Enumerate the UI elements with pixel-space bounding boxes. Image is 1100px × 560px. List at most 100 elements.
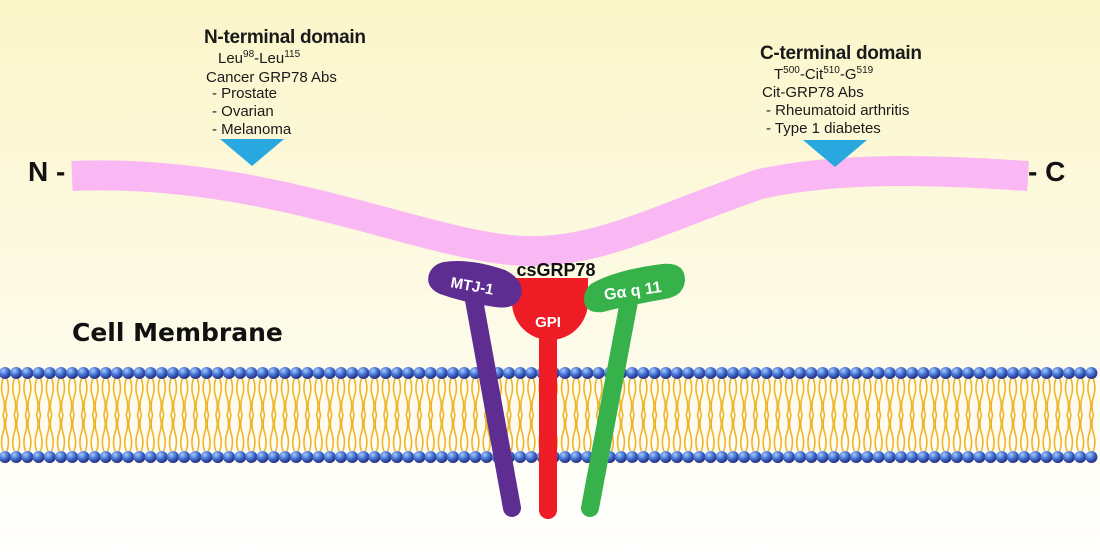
lipid-tail [179,378,185,416]
lipid-tail [643,414,648,452]
lipid-tail [202,414,207,452]
lipid-tail [415,378,420,416]
lipid-head [368,367,381,379]
lipid-head [413,451,426,463]
lipid-head [402,367,415,379]
lipid-tail [235,414,241,452]
lipid-tail [258,414,263,452]
lipid-tail [415,414,420,452]
lipid-tail [374,414,379,452]
lipid-tail [482,414,487,452]
lipid-tail [833,378,839,416]
lipid-tail [475,378,480,416]
lipid-tail [706,378,711,416]
lipid-tail [583,414,588,452]
lipid-tail [150,414,155,452]
lipid-tail [1064,378,1070,416]
n-domain-title: N-terminal domain [204,27,366,48]
lipid-tail [527,378,532,416]
lipid-tail [0,414,6,452]
lipid-head [514,367,527,379]
lipid-tail [788,378,794,416]
lipid-tail [273,414,279,452]
lipid-head [816,367,829,379]
lipid-head [43,367,56,379]
lipid-head [379,367,392,379]
lipid-head [111,367,123,379]
lipid-tail [777,378,783,416]
lipid-head [267,367,280,379]
lipid-head [671,451,683,463]
lipid-tail [23,414,28,452]
lipid-head [839,367,851,379]
lipid-tail [419,378,424,416]
galpha-stalk [581,287,639,517]
lipid-tail [773,378,779,416]
lipid-tail [784,414,790,452]
lipid-head [424,367,437,379]
lipid-head [928,367,941,379]
lipid-tail [575,414,581,452]
lipid-tail [430,414,435,452]
lipid-head [391,451,403,463]
lipid-tail [863,378,868,416]
lipid-tail [340,378,346,416]
lipid-head [335,451,347,463]
lipid-tail [1023,378,1029,416]
lipid-tail [329,378,335,416]
lipid-head [1051,451,1064,463]
lipid-head [659,451,672,463]
lipid-tail [676,378,682,416]
lipid-head [99,367,112,379]
lipid-tail [766,414,771,452]
lipid-head [816,451,829,463]
lipid-tail [896,378,902,416]
lipid-tail [1019,378,1025,416]
lipid-tail [665,414,671,452]
lipid-tail [739,378,745,416]
lipid-tail [583,378,588,416]
lipid-tail [56,378,62,416]
lipid-tail [874,378,879,416]
lipid-tail [975,414,980,452]
lipid-tail [437,378,443,416]
lipid-head [167,367,179,379]
lipid-tail [441,378,447,416]
lipid-tail [1068,414,1074,452]
lipid-tail [101,414,107,452]
lipid-tail [986,414,991,452]
lipid-tail [56,414,62,452]
lipid-tail [1075,378,1081,416]
lipid-tail [900,414,906,452]
lipid-tail [963,414,969,452]
lipid-tail [325,414,331,452]
lipid-tail [788,414,794,452]
lipid-tail [672,414,678,452]
lipid-tail [1091,378,1096,416]
lipid-tail [471,414,476,452]
lipid-tail [1057,378,1063,416]
lipid-head [155,367,168,379]
lipid-head [133,451,146,463]
lipid-tail [911,378,917,416]
lipid-tail [336,414,342,452]
lipid-tail [1053,414,1059,452]
lipid-tail [706,414,711,452]
lipid-head [111,451,123,463]
lipid-tail [179,414,185,452]
lipid-tail [1031,414,1036,452]
lipid-tail [475,414,480,452]
lipid-head [10,451,23,463]
lipid-head [223,367,235,379]
lipid-tail [851,414,857,452]
c-domain-title: C-terminal domain [760,43,922,64]
lipid-tail [878,378,883,416]
lipid-tail [11,378,17,416]
lipid-tail [67,414,73,452]
lipid-tail [396,414,402,452]
lipid-tail [195,414,200,452]
lipid-tail [307,378,312,416]
lipid-tail [1012,378,1018,416]
lipid-tail [213,378,219,416]
